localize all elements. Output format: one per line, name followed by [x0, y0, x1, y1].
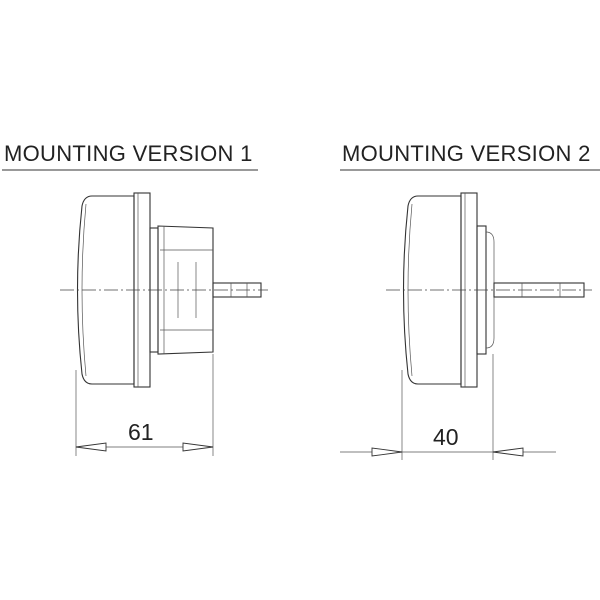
version-2-arrow-left — [371, 447, 403, 457]
version-1-dimension-value: 61 — [128, 419, 154, 445]
version-1-title: MOUNTING VERSION 1 — [4, 141, 253, 166]
version-1-arrow-right — [182, 442, 214, 452]
version-2-lens-body — [402, 195, 462, 385]
version-1-rear-housing — [157, 225, 214, 355]
version-1-arrow-left — [75, 442, 107, 452]
version-1-lens-body — [76, 195, 135, 385]
version-2-arrow-right — [492, 447, 524, 457]
mounting-version-1-view: MOUNTING VERSION 1 61 — [2, 141, 268, 456]
version-2-dimension-value: 40 — [433, 424, 459, 450]
mounting-version-2-view: MOUNTING VERSION 2 40 — [340, 141, 600, 460]
version-2-title: MOUNTING VERSION 2 — [342, 141, 591, 166]
